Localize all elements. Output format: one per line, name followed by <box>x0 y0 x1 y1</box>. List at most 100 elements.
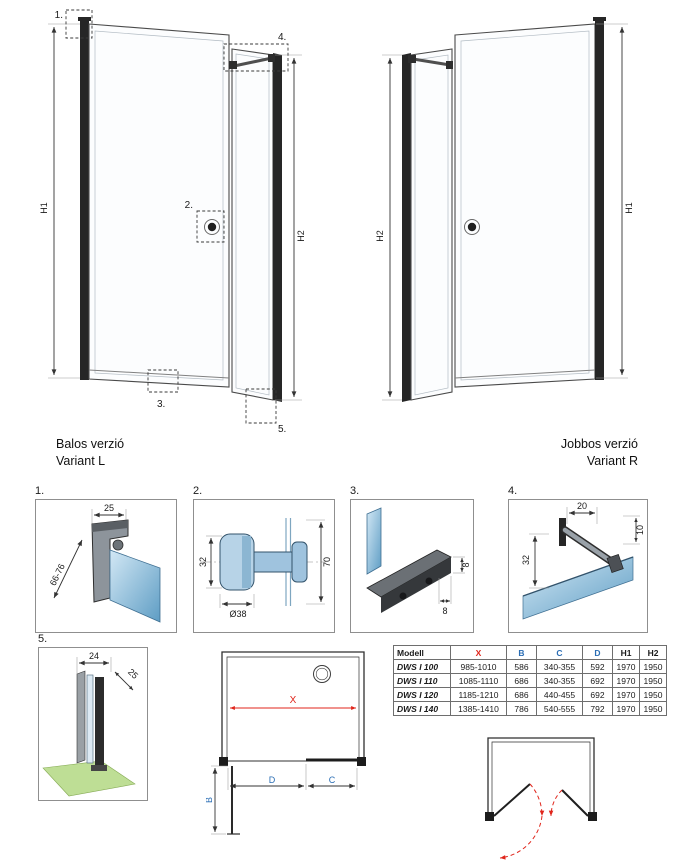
detail-3-dim-8-right-label: 8 <box>461 562 471 567</box>
cell: 686 <box>506 673 537 688</box>
cell: 1185-1210 <box>450 687 507 702</box>
table-row: DWS I 140 1385-1410 786 540-555 792 1970… <box>393 701 667 716</box>
cell: 792 <box>582 701 613 716</box>
fixed-panel <box>402 48 453 402</box>
detail-4-dim-20-label: 20 <box>577 501 587 511</box>
detail-4-dim-10: 10 <box>623 515 645 545</box>
plan-tray-walls <box>219 651 366 766</box>
detail-5-floor <box>42 760 136 797</box>
cell: 1950 <box>639 659 667 674</box>
detail-3-drawing: 8 8 <box>366 507 471 616</box>
detail-1-box: 25 66-76 <box>35 499 177 633</box>
detail-1-label: 1. <box>35 485 45 497</box>
col-header-modell: Modell <box>393 645 451 660</box>
cell: 786 <box>506 701 537 716</box>
callout-1: 1. <box>55 9 93 39</box>
model-cell: DWS I 100 <box>393 659 451 674</box>
detail-5: 5. 24 25 <box>38 633 148 801</box>
callout-3-label: 3. <box>157 399 165 410</box>
cell: 1950 <box>639 687 667 702</box>
detail-3: 3. 8 8 <box>350 485 474 633</box>
cell: 1970 <box>612 687 640 702</box>
detail-3-box: 8 8 <box>350 499 474 633</box>
model-cell: DWS I 140 <box>393 701 451 716</box>
detail-2-dim-70-label: 70 <box>322 557 332 567</box>
detail-4-box: 20 10 32 <box>508 499 648 633</box>
variant-r-panel: H2 H1 <box>360 4 640 434</box>
cell: 586 <box>506 659 537 674</box>
plan-dim-b: B <box>206 765 228 835</box>
detail-3-dim-8-right: 8 <box>453 556 471 574</box>
detail-1-dim-range-label: 66-76 <box>48 562 67 587</box>
plan-b-label: B <box>206 797 214 803</box>
variant-r-h2-label: H2 <box>375 230 385 242</box>
variant-l-drawing: H1 H2 1. 2. 3. 4. <box>39 9 306 434</box>
callout-3: 3. <box>147 369 179 410</box>
detail-5-dim-24-label: 24 <box>89 651 99 661</box>
detail-5-profiles <box>76 670 107 771</box>
plan-door-closed <box>228 758 357 762</box>
cell: 1970 <box>612 659 640 674</box>
cell: 340-355 <box>536 673 583 688</box>
detail-3-dim-8-bottom-label: 8 <box>442 606 447 616</box>
col-header-d: D <box>582 645 613 660</box>
cell: 1385-1410 <box>450 701 507 716</box>
cell: 1950 <box>639 701 667 716</box>
detail-4-label: 4. <box>508 485 518 497</box>
hinge-wall-profile <box>78 17 91 380</box>
variant-l-h1-label: H1 <box>39 202 49 214</box>
detail-2-dim-diameter-label: Ø38 <box>229 609 246 619</box>
col-header-c: C <box>536 645 583 660</box>
size-table: Modell X B C D H1 H2 DWS I 100 985-1010 … <box>393 645 667 716</box>
cell: 1085-1110 <box>450 673 507 688</box>
variant-r-h1-dimension: H1 <box>596 23 634 379</box>
detail-1-dim-25-label: 25 <box>104 503 114 513</box>
callout-4-label: 4. <box>278 32 286 43</box>
door-leaf <box>88 23 230 388</box>
plan-dim-x: X <box>230 695 356 711</box>
table-row: DWS I 120 1185-1210 686 440-455 692 1970… <box>393 687 667 702</box>
cell: 540-555 <box>536 701 583 716</box>
fixed-panel <box>231 48 282 402</box>
detail-3-glass <box>366 507 382 575</box>
col-header-h1: H1 <box>612 645 640 660</box>
size-table-header-row: Modell X B C D H1 H2 <box>393 645 667 660</box>
cell: 1970 <box>612 673 640 688</box>
swing-drawing <box>485 737 597 860</box>
detail-4-dim-20: 20 <box>566 501 598 524</box>
detail-5-dim-25: 25 <box>114 667 140 691</box>
table-row: DWS I 100 985-1010 586 340-355 592 1970 … <box>393 659 667 674</box>
variant-l-h2-dimension: H2 <box>275 54 306 401</box>
variant-l-name-en: Variant L <box>56 453 106 468</box>
top-support-bracket <box>408 55 453 69</box>
detail-3-dim-8-bottom: 8 <box>438 576 452 616</box>
plan-view: X B D C <box>206 644 378 840</box>
cell: 340-355 <box>536 659 583 674</box>
detail-4-drawing: 20 10 32 <box>521 501 645 620</box>
detail-2-box: 32 Ø38 70 <box>193 499 335 633</box>
detail-2: 2. 32 Ø38 <box>193 485 335 633</box>
callout-5-label: 5. <box>278 424 286 434</box>
detail-5-drawing: 24 25 <box>42 651 140 797</box>
hinge-wall-profile <box>593 17 606 380</box>
detail-1-dim-66-76: 66-76 <box>48 539 83 599</box>
variant-l-caption: Balos verzió Variant L <box>56 436 124 470</box>
col-header-x: X <box>450 645 507 660</box>
detail-5-label: 5. <box>38 633 48 645</box>
detail-5-dim-24: 24 <box>76 651 112 674</box>
variant-r-name-en: Variant R <box>586 453 638 468</box>
detail-1-drawing: 25 66-76 <box>48 503 161 623</box>
callout-4: 4. <box>223 32 289 72</box>
cell: 686 <box>506 687 537 702</box>
cell: 440-455 <box>536 687 583 702</box>
detail-2-dim-32-label: 32 <box>198 557 208 567</box>
plan-door-open <box>227 766 240 835</box>
variant-l-name-hu: Balos verzió <box>56 437 125 451</box>
detail-4-dim-32-label: 32 <box>521 555 531 565</box>
model-cell: DWS I 110 <box>393 673 451 688</box>
detail-3-bottom-profile <box>366 549 452 613</box>
cell: 985-1010 <box>450 659 507 674</box>
door-leaf <box>454 23 596 388</box>
size-table-wrap: Modell X B C D H1 H2 DWS I 100 985-1010 … <box>393 645 667 716</box>
